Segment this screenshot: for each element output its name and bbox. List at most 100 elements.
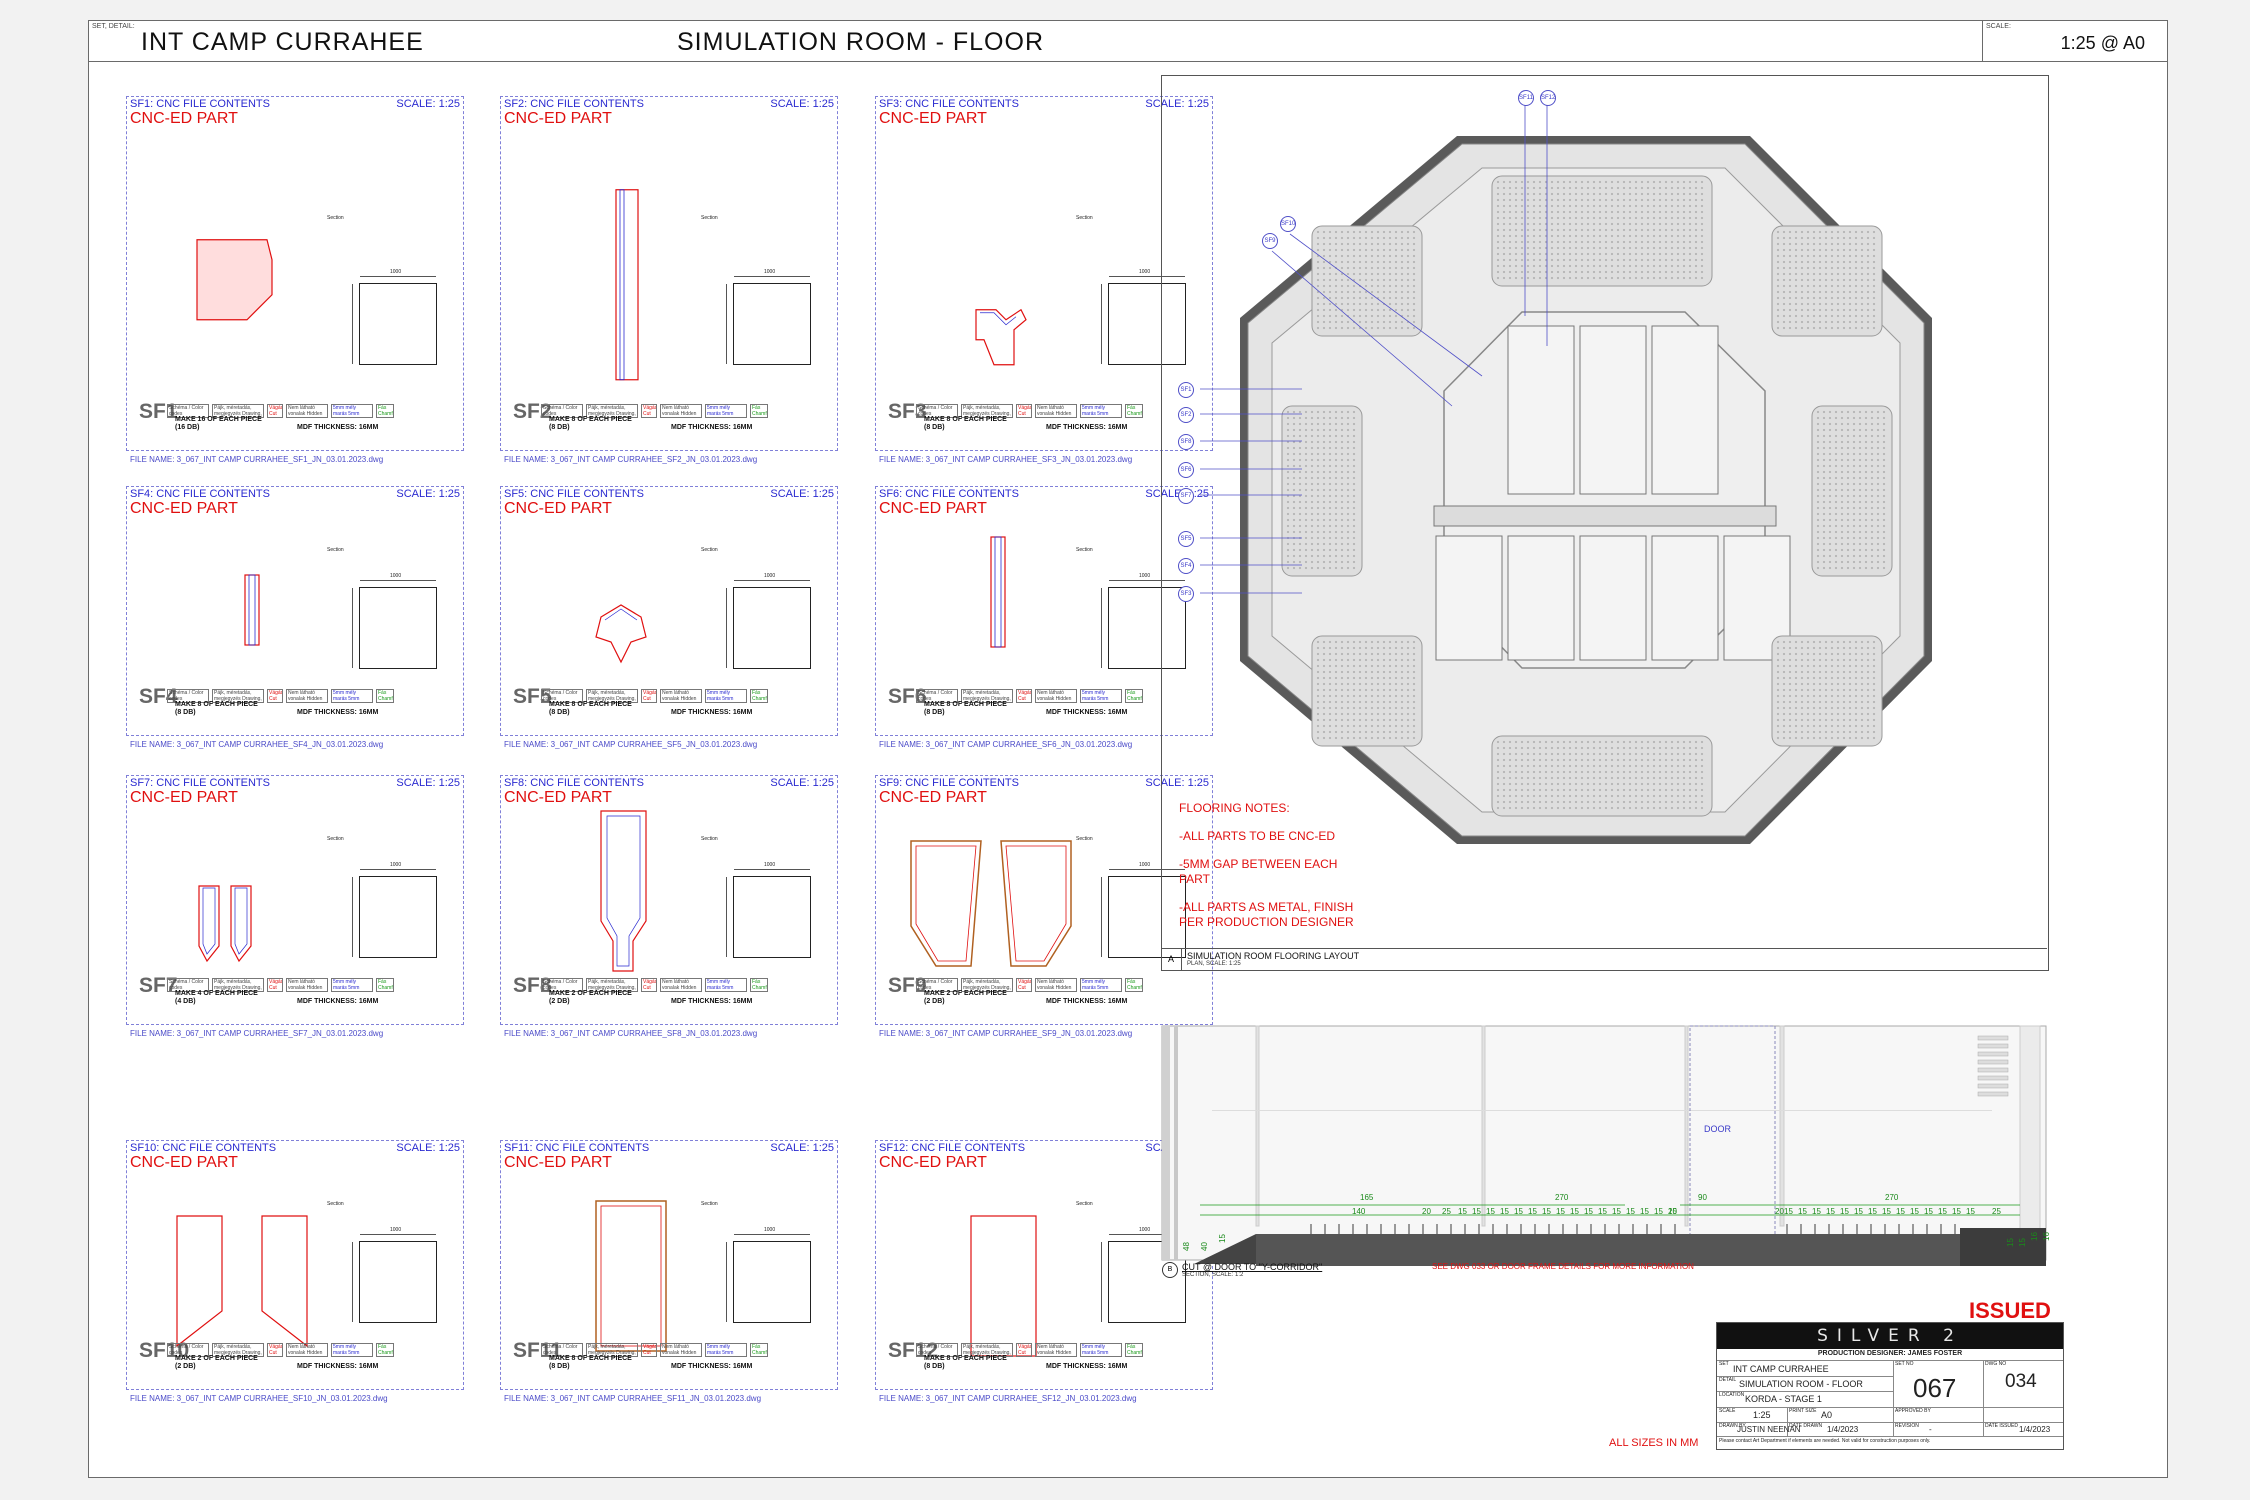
legend-swatch: 5mm mély marás 5mm depth milling (1080, 404, 1122, 418)
panel-scale: SCALE: 1:25 (770, 488, 834, 500)
section-dim: 15 (1486, 1207, 1495, 1216)
panel-heading: SF5: CNC FILE CONTENTS (504, 488, 644, 500)
legend-swatch: Vágás Cut (641, 689, 657, 703)
issued-stamp: ISSUED (1969, 1298, 2051, 1323)
callout-bubble: SF10 (1280, 216, 1296, 232)
panel-mdf-thickness: MDF THICKNESS: 16MM (671, 709, 753, 716)
legend-swatch: Nem látható vonalak Hidden lines (286, 689, 328, 703)
panel-file-name: FILE NAME: 3_067_INT CAMP CURRAHEE_SF5_J… (504, 740, 758, 749)
legend-swatch: Pájk, méretadás, megjegyzés Drawing, dim… (961, 1343, 1013, 1357)
legend-swatch: Fás Chamfer (1125, 978, 1143, 992)
panel-make-qty: MAKE 8 OF EACH PIECE(8 DB) (549, 701, 632, 716)
section-dim: 15 (1584, 1207, 1593, 1216)
legend-swatch: Nem látható vonalak Hidden lines (660, 978, 702, 992)
flooring-notes: FLOORING NOTES: -ALL PARTS TO BE CNC-ED … (1179, 801, 1354, 930)
legend-swatch: Pájk, méretadás, megjegyzés Drawing, dim… (212, 689, 264, 703)
panel-cnc-label: CNC-ED PART (879, 500, 987, 517)
plan-caption-title: SIMULATION ROOM FLOORING LAYOUT (1187, 951, 1360, 961)
panel-cnc-label: CNC-ED PART (879, 789, 987, 806)
scale-reference-square: 1000 (1101, 862, 1186, 958)
panel-make-qty: MAKE 2 OF EACH PIECE(2 DB) (924, 990, 1007, 1005)
panel-cnc-label: CNC-ED PART (504, 789, 612, 806)
legend-swatch: Schéma / Color codes (916, 978, 958, 992)
panel-make-qty: MAKE 8 OF EACH PIECE(8 DB) (549, 416, 632, 431)
section-dim: 15 (1458, 1207, 1467, 1216)
section-dim: 15 (1514, 1207, 1523, 1216)
section-dim: 15 (1966, 1207, 1975, 1216)
section-callout: Section (327, 547, 344, 553)
section-dim: 15 (1472, 1207, 1481, 1216)
panel-mdf-thickness: MDF THICKNESS: 16MM (671, 424, 753, 431)
section-dim: 165 (1360, 1193, 1374, 1202)
tb-print: A0 (1821, 1410, 1833, 1420)
section-dim: 90 (1698, 1193, 1707, 1202)
panel-heading: SF4: CNC FILE CONTENTS (130, 488, 270, 500)
legend-swatch: 5mm mély marás 5mm depth milling (1080, 689, 1122, 703)
section-dim: 15 (1868, 1207, 1877, 1216)
legend-swatch: Fás Chamfer (750, 689, 768, 703)
part-outline (198, 885, 252, 963)
legend-swatch: Vágás Cut (267, 978, 283, 992)
part-outline (244, 574, 260, 646)
section-dim: 40 (1199, 1242, 1209, 1251)
panel-heading: SF11: CNC FILE CONTENTS (504, 1142, 650, 1154)
panel-file-name: FILE NAME: 3_067_INT CAMP CURRAHEE_SF10_… (130, 1394, 388, 1403)
section-dim: 25 (1992, 1207, 2001, 1216)
panel-file-name: FILE NAME: 3_067_INT CAMP CURRAHEE_SF3_J… (879, 455, 1133, 464)
callout-bubble: SF7 (1178, 488, 1194, 504)
panel-file-name: FILE NAME: 3_067_INT CAMP CURRAHEE_SF6_J… (879, 740, 1133, 749)
scale-reference-square: 1000 (726, 862, 811, 958)
floor-tile (1579, 325, 1647, 495)
plan-caption-sub: PLAN, SCALE: 1:25 (1187, 961, 1241, 967)
perforated-panel (1311, 635, 1423, 747)
legend-swatch: Pájk, méretadás, megjegyzés Drawing, dim… (586, 404, 638, 418)
plan-caption-letter: A (1161, 949, 1182, 970)
legend-swatch: Pájk, méretadás, megjegyzés Drawing, dim… (586, 689, 638, 703)
legend-swatch: Pájk, méretadás, megjegyzés Drawing, dim… (961, 404, 1013, 418)
legend-swatch: 5mm mély marás 5mm depth milling (331, 978, 373, 992)
panel-file-name: FILE NAME: 3_067_INT CAMP CURRAHEE_SF12_… (879, 1394, 1137, 1403)
legend-swatch: Vágás Cut (641, 1343, 657, 1357)
section-dim: 140 (1352, 1207, 1366, 1216)
panel-make-qty: MAKE 2 OF EACH PIECE(2 DB) (175, 1355, 258, 1370)
section-dim: 15 (1938, 1207, 1947, 1216)
callout-bubble: SF6 (1178, 462, 1194, 478)
section-dim: 15 (2005, 1238, 2015, 1247)
section-callout: Section (701, 1201, 718, 1207)
callout-bubble: SF8 (1178, 434, 1194, 450)
section-dim: 15 (1840, 1207, 1849, 1216)
panel-mdf-thickness: MDF THICKNESS: 16MM (671, 998, 753, 1005)
legend-swatch: Schéma / Color codes (541, 1343, 583, 1357)
legend-swatch: Fás Chamfer (750, 1343, 768, 1357)
section-dim: 20 (1775, 1207, 1784, 1216)
part-outline (595, 1200, 667, 1352)
legend-swatch: Schéma / Color codes (167, 978, 209, 992)
floor-tile (1507, 325, 1575, 495)
callout-bubble: SF2 (1178, 407, 1194, 423)
callout-bubble: SF4 (1178, 558, 1194, 574)
section-dim: 15 (1812, 1207, 1821, 1216)
floor-tile (1435, 535, 1503, 661)
note-2: -5MM GAP BETWEEN EACH (1179, 857, 1338, 871)
legend-swatch: 5mm mély marás 5mm depth milling (705, 404, 747, 418)
section-callout: Section (701, 547, 718, 553)
panel-heading: SF2: CNC FILE CONTENTS (504, 98, 644, 110)
legend-swatch: Nem látható vonalak Hidden lines (286, 404, 328, 418)
legend-swatch: Vágás Cut (1016, 978, 1032, 992)
panel-file-name: FILE NAME: 3_067_INT CAMP CURRAHEE_SF8_J… (504, 1029, 758, 1038)
section-callout: Section (327, 836, 344, 842)
legend-swatch: Schéma / Color codes (167, 689, 209, 703)
legend-swatch: 5mm mély marás 5mm depth milling (331, 1343, 373, 1357)
panel-file-name: FILE NAME: 3_067_INT CAMP CURRAHEE_SF4_J… (130, 740, 384, 749)
panel-cnc-label: CNC-ED PART (130, 110, 238, 127)
legend-swatch: Vágás Cut (641, 978, 657, 992)
legend-swatch: Schéma / Color codes (916, 1343, 958, 1357)
legend-swatch: Fás Chamfer (376, 404, 394, 418)
legend-swatch: Schéma / Color codes (167, 1343, 209, 1357)
legend-swatch: Nem látható vonalak Hidden lines (1035, 978, 1077, 992)
perforated-panel (1771, 225, 1883, 337)
callout-bubble: SF3 (1178, 586, 1194, 602)
legend-swatch: Vágás Cut (267, 689, 283, 703)
center-bar (1433, 505, 1777, 527)
